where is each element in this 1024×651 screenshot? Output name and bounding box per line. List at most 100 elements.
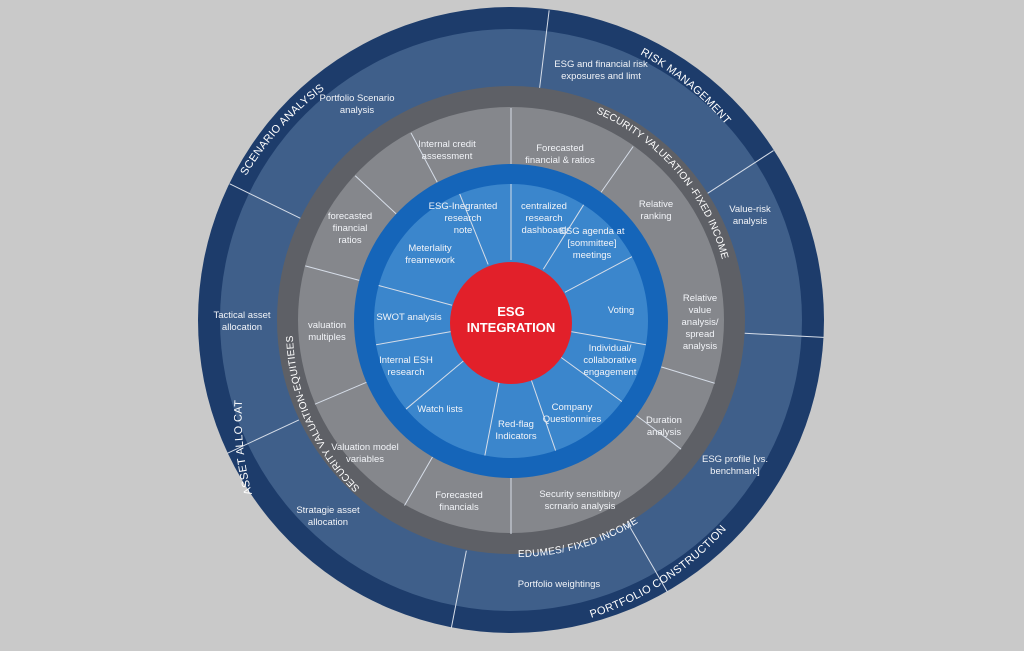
label-line: SWOT analysis — [376, 312, 442, 323]
label-line: Tactical asset — [213, 310, 270, 321]
label-line: value — [689, 305, 712, 316]
sector-divider — [542, 204, 585, 270]
sector-divider — [410, 132, 438, 183]
label-line: analysis — [340, 105, 375, 116]
sector-divider — [570, 331, 647, 346]
label-line: Forecasted — [435, 490, 483, 501]
sector-divider — [404, 456, 433, 506]
label-line: exposures and limt — [561, 71, 641, 82]
sector-divider — [539, 10, 550, 89]
sector-divider — [229, 183, 301, 219]
label-line: ESG and financial risk — [554, 59, 648, 70]
label-line: Relative — [639, 199, 673, 210]
label-line: Voting — [608, 305, 634, 316]
sector-divider — [530, 378, 557, 451]
label-line: centralized — [521, 201, 567, 212]
sector-divider — [636, 415, 682, 450]
label-line: research — [445, 213, 482, 224]
label-line: collaborative — [583, 355, 636, 366]
label-line: [sommittee] — [567, 238, 616, 249]
label-line: Valuation model — [331, 442, 398, 453]
label-line: Portfolio Scenario — [320, 93, 395, 104]
label-line: analysis — [683, 341, 718, 352]
label-line: meetings — [573, 250, 612, 261]
label-line: Internal credit — [418, 139, 476, 150]
label-line: research — [526, 213, 563, 224]
sector-divider — [706, 150, 774, 194]
label-line: Security sensitibity/ — [539, 489, 621, 500]
inner-dividers — [375, 184, 647, 456]
label-line: analysis — [733, 216, 768, 227]
sector-divider — [227, 419, 300, 454]
label-line: financial & ratios — [525, 155, 595, 166]
center-title-line2: INTEGRATION — [467, 320, 556, 335]
label-line: financial — [333, 223, 368, 234]
inner-item-label: Watch lists — [417, 404, 463, 415]
label-line: Meterlality — [408, 243, 452, 254]
sector-divider — [305, 265, 360, 281]
outer-item-label: Portfolio weightings — [518, 579, 601, 590]
label-line: ESG profile [vs. — [702, 454, 768, 465]
label-line: Questionnires — [543, 414, 602, 425]
label-line: valuation — [308, 320, 346, 331]
sector-divider — [484, 380, 500, 456]
label-line: allocation — [308, 517, 348, 528]
label-line: analysis — [647, 427, 682, 438]
outer-dividers — [227, 10, 824, 629]
sector-divider — [627, 523, 668, 593]
label-line: dashboard — [522, 225, 567, 236]
middle-dividers — [305, 108, 715, 534]
sector-divider — [600, 146, 634, 193]
sector-divider — [459, 193, 489, 265]
label-line: Red-flag — [498, 419, 534, 430]
sector-divider — [660, 366, 715, 384]
sector-divider — [354, 175, 397, 215]
sector-divider — [314, 381, 367, 405]
label-line: ranking — [640, 211, 671, 222]
label-line: spread — [685, 329, 714, 340]
sector-divider — [560, 356, 623, 402]
label-line: freamework — [405, 255, 455, 266]
label-line: Internal ESH — [379, 355, 433, 366]
label-line: analysis/ — [682, 317, 719, 328]
label-line: note — [454, 225, 473, 236]
inner-item-label: ESG agenda at[sommittee]meetings — [560, 226, 625, 261]
center-circle — [450, 262, 572, 384]
inner-item-label: Voting — [608, 305, 634, 316]
center-title-line1: ESG — [497, 304, 524, 319]
label-line: ESG agenda at — [560, 226, 625, 237]
sector-divider — [378, 285, 453, 306]
label-line: variables — [346, 454, 384, 465]
sector-divider — [564, 256, 633, 293]
label-line: scrnario analysis — [545, 501, 616, 512]
label-line: Individual/ — [589, 343, 632, 354]
sector-divider — [405, 359, 465, 410]
label-line: ratios — [338, 235, 361, 246]
label-line: Relative — [683, 293, 717, 304]
label-line: Company — [552, 402, 593, 413]
sector-divider — [744, 332, 824, 338]
label-line: benchmark] — [710, 466, 760, 477]
label-line: Watch lists — [417, 404, 463, 415]
label-line: Duration — [646, 415, 682, 426]
